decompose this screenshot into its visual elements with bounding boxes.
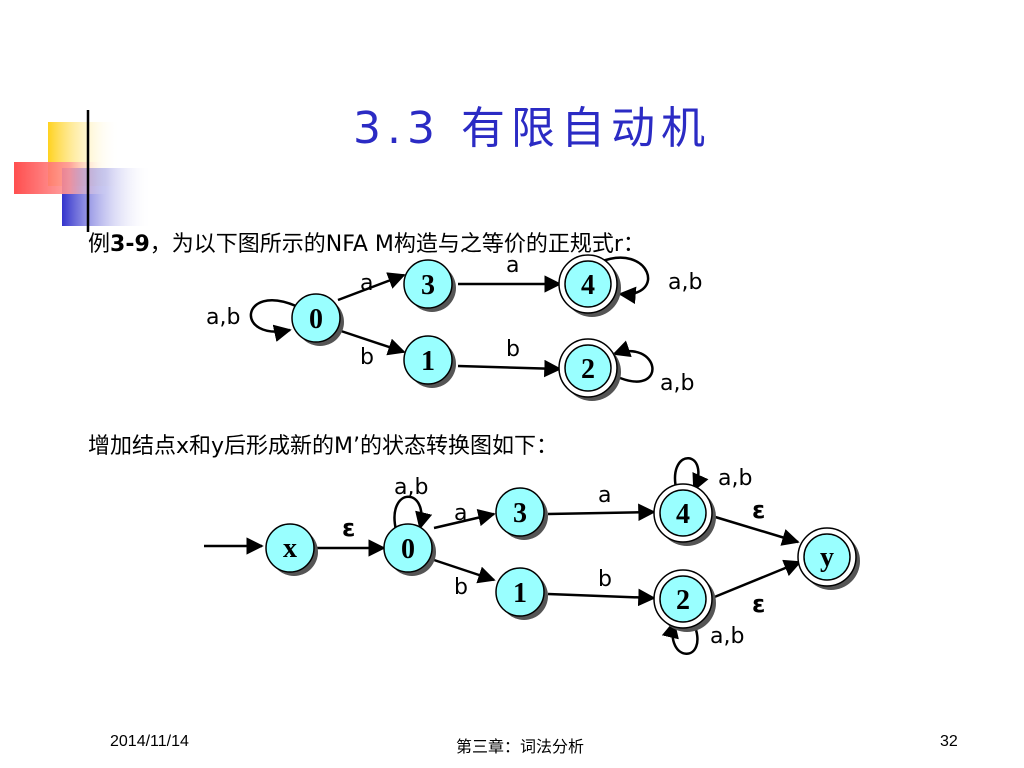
label-0-3: a	[360, 271, 373, 296]
state-node-x: x	[265, 523, 318, 576]
label-loop-2: a,b	[710, 624, 744, 649]
state-node-4: 4	[653, 483, 716, 546]
loop-0	[249, 299, 297, 342]
svg-text:2: 2	[581, 354, 595, 385]
footer-chapter: 第三章：词法分析	[456, 737, 585, 756]
svg-text:3: 3	[513, 498, 527, 529]
state-node-0: 0	[291, 293, 344, 346]
label-0-1: b	[454, 575, 468, 600]
state-node-2: 2	[653, 569, 716, 632]
label-1-2: b	[506, 337, 520, 362]
example-text: ，为以下图所示的NFA M构造与之等价的正规式r：	[149, 232, 645, 257]
label-0-3: a	[454, 501, 467, 526]
label-4-y: ε	[752, 496, 765, 524]
step-line: 增加结点x和y后形成新的M’的状态转换图如下：	[88, 434, 559, 459]
label-0-1: b	[360, 345, 374, 370]
svg-text:1: 1	[421, 346, 435, 377]
edge-1-2	[457, 359, 562, 378]
label-2-y: ε	[752, 590, 765, 618]
state-node-0: 0	[383, 523, 436, 576]
label-loop-2: a,b	[660, 371, 694, 396]
svg-text:2: 2	[676, 585, 690, 616]
svg-text:0: 0	[309, 304, 323, 335]
state-node-1: 1	[403, 335, 456, 388]
svg-text:x: x	[283, 533, 297, 564]
loop-2	[661, 620, 699, 655]
red-square	[14, 162, 106, 194]
footer-page-number: 32	[940, 733, 958, 750]
example-prefix: 例	[88, 232, 111, 257]
state-node-4-final: 4	[558, 254, 621, 317]
label-loop-0: a,b	[394, 475, 428, 500]
example-number: 3-9	[110, 232, 150, 257]
state-node-3: 3	[403, 259, 456, 312]
edge-0-1	[433, 558, 496, 584]
label-1-2: b	[598, 567, 612, 592]
label-3-4: a	[506, 253, 519, 278]
state-node-3: 3	[495, 487, 548, 540]
svg-text:y: y	[820, 542, 834, 573]
footer-date: 2014/11/14	[110, 733, 189, 750]
label-loop-4: a,b	[718, 466, 752, 491]
edge-3-4	[547, 503, 656, 522]
state-node-1: 1	[495, 567, 548, 620]
edge-4-y	[711, 514, 800, 546]
loop-4	[599, 256, 650, 305]
state-node-y-final: y	[797, 527, 860, 590]
example-line: 例3-9，为以下图所示的NFA M构造与之等价的正规式r：	[88, 226, 645, 258]
edge-0-3	[337, 272, 406, 302]
svg-text:4: 4	[676, 499, 690, 530]
edge-0-3	[433, 509, 496, 530]
label-3-4: a	[598, 483, 611, 508]
label-x-0: ε	[342, 514, 355, 542]
state-node-2-final: 2	[558, 338, 621, 401]
svg-text:3: 3	[421, 270, 435, 301]
edge-0-1	[337, 328, 406, 356]
svg-text:1: 1	[513, 578, 527, 609]
loop-2	[612, 340, 654, 383]
edge-1-2	[547, 588, 656, 607]
loop-0	[393, 495, 433, 531]
loop-4	[673, 457, 709, 492]
svg-text:0: 0	[401, 534, 415, 565]
svg-text:4: 4	[581, 270, 595, 301]
edge-2-y	[711, 559, 802, 600]
label-loop-0: a,b	[206, 305, 240, 330]
slide-title: 3.3 有限自动机	[353, 103, 711, 154]
label-loop-4: a,b	[668, 270, 702, 295]
